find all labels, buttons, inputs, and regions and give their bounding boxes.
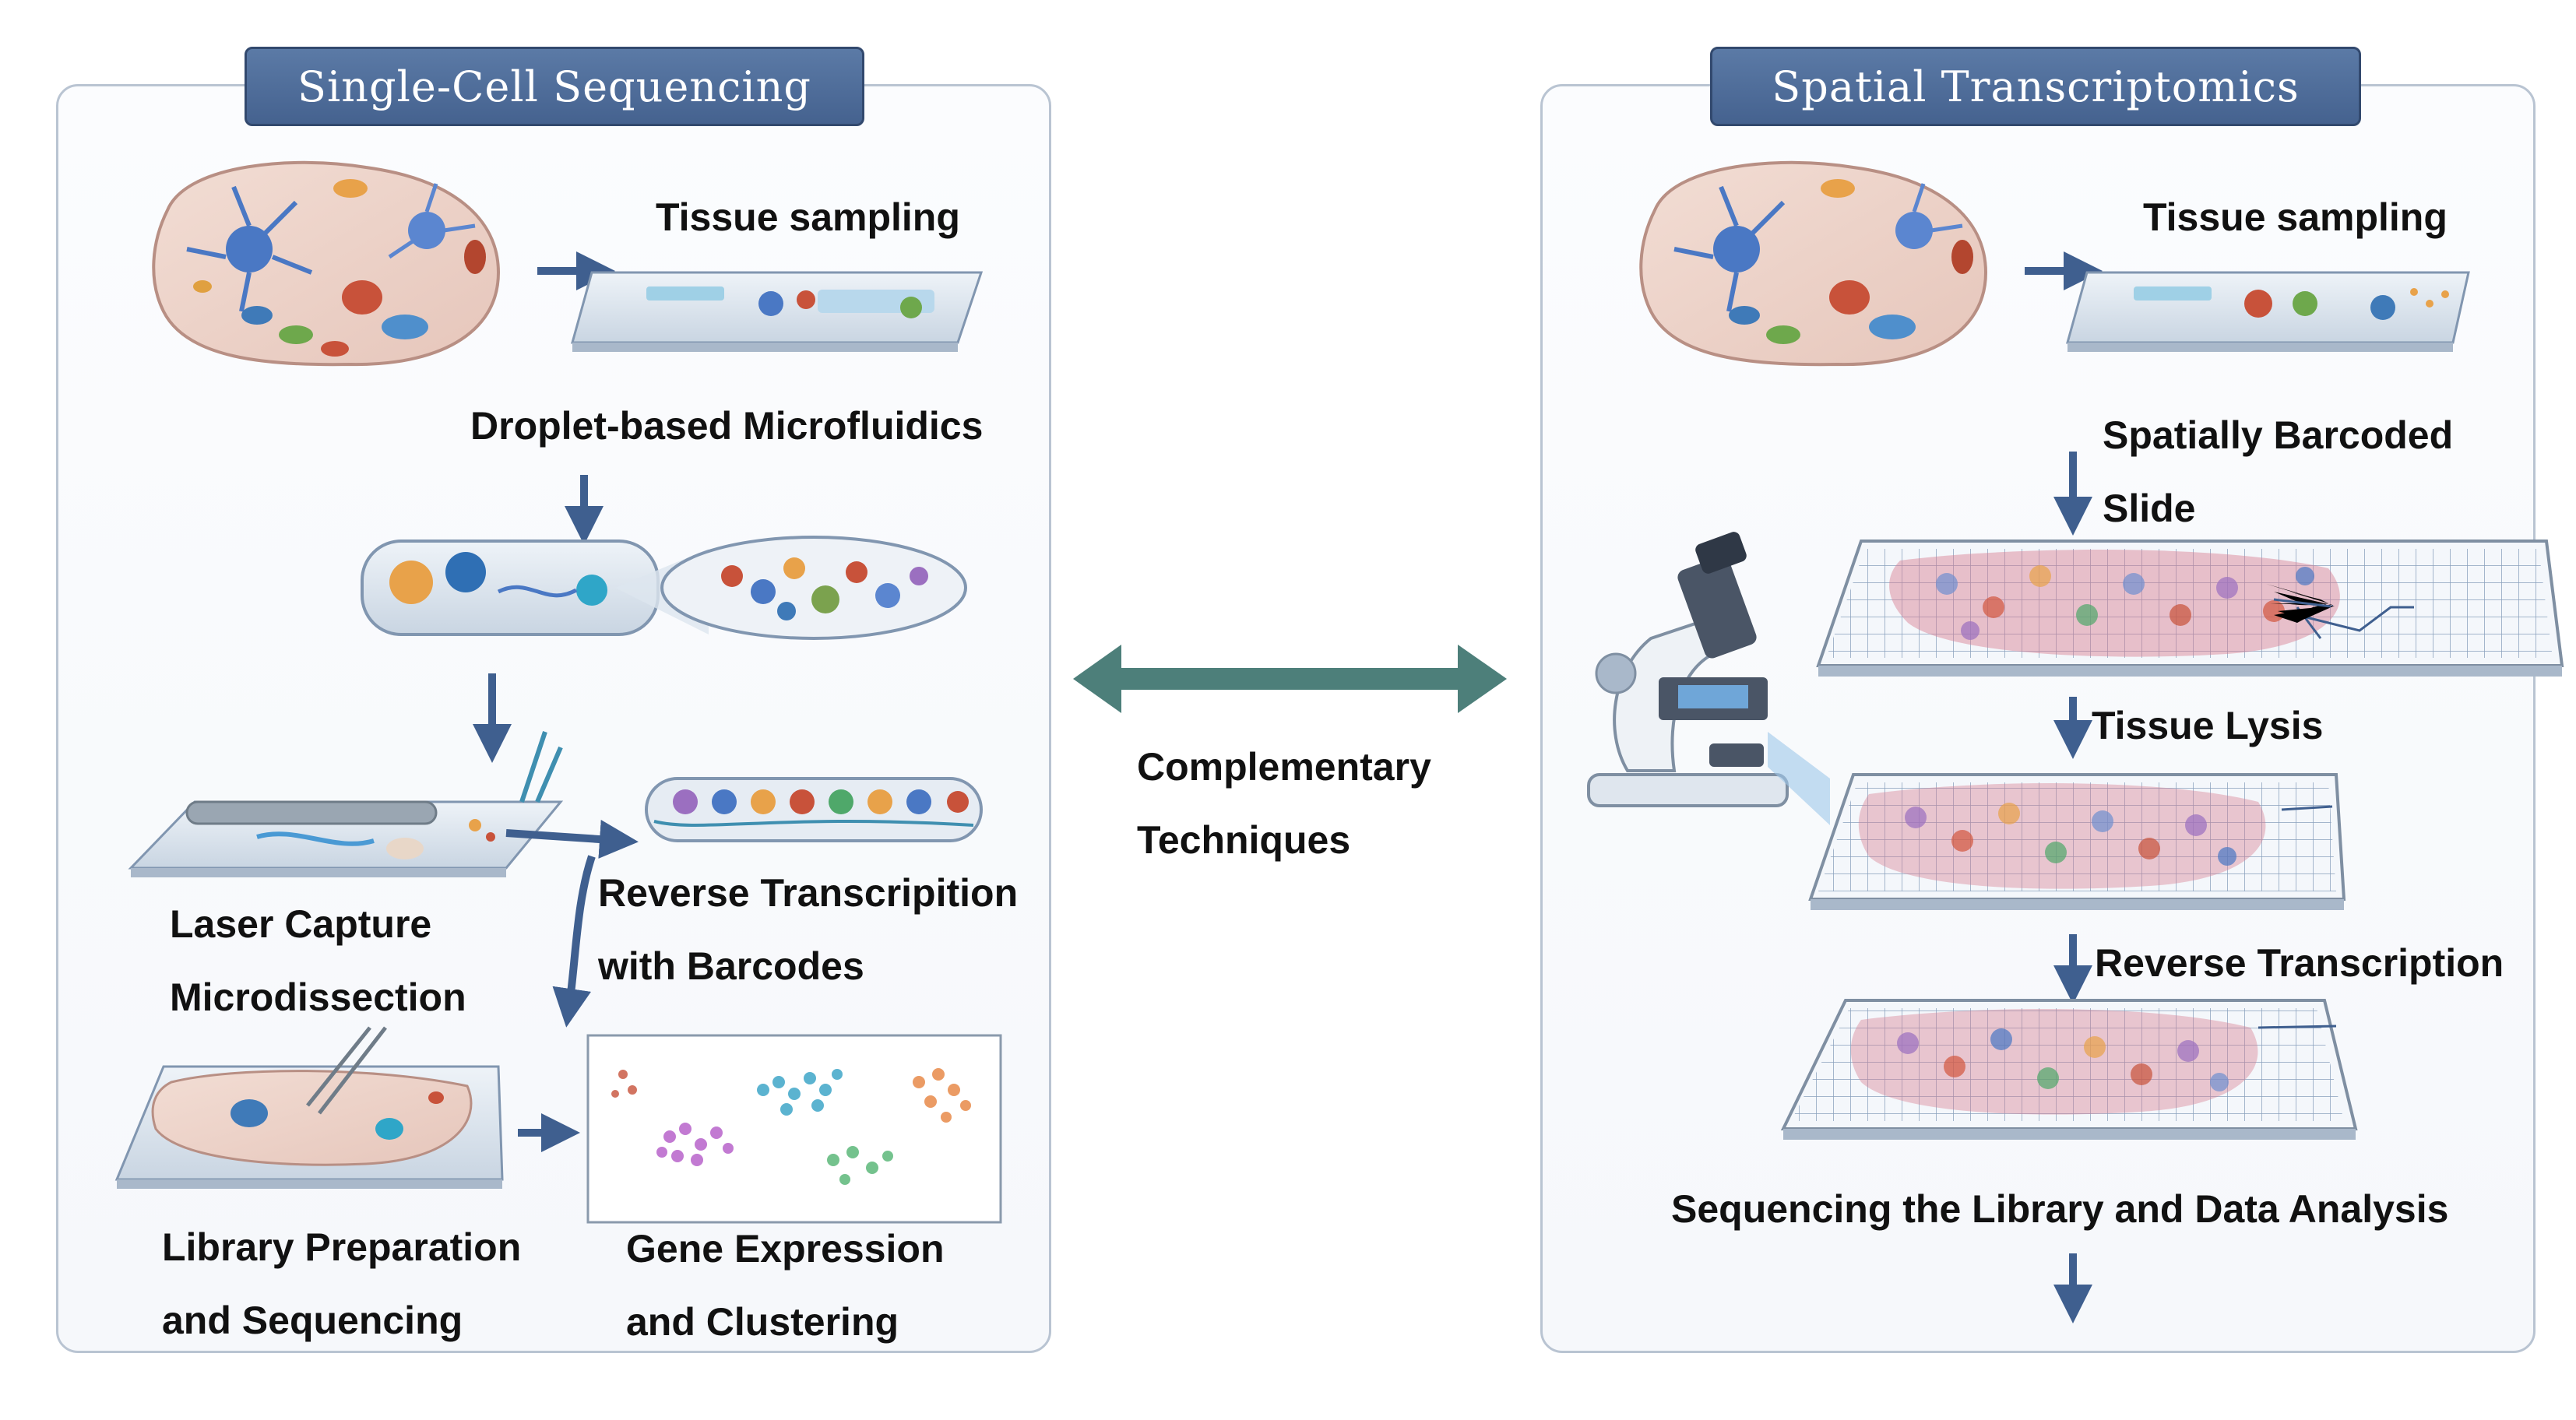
- complementary-line2: Techniques: [1137, 818, 1351, 862]
- gene-line1: Gene Expression: [626, 1227, 945, 1271]
- sequencing-analysis-label: Sequencing the Library and Data Analysis: [1671, 1187, 2449, 1231]
- laser-capture-line1: Laser Capture: [170, 902, 432, 946]
- library-line1: Library Preparation: [162, 1225, 522, 1269]
- droplet-microfluidics-label: Droplet-based Microfluidics: [470, 404, 984, 448]
- tissue-sampling-label-right: Tissue sampling: [2143, 195, 2448, 239]
- laser-capture-slide: [128, 731, 639, 877]
- sample-slide: [571, 271, 984, 352]
- complementary-line1: Complementary: [1137, 745, 1431, 789]
- laser-capture-line2: Microdissection: [170, 975, 466, 1019]
- clustering-plot: [586, 1034, 1002, 1224]
- barcoded-line2: Slide: [2103, 487, 2196, 530]
- sample-slide-right: [2066, 271, 2470, 352]
- complementary-techniques-label: Complementary Techniques: [1137, 730, 1431, 877]
- microfluidic-chip: [361, 536, 967, 640]
- single-cell-title: Single-Cell Sequencing: [245, 47, 864, 126]
- barcoded-line1: Spatially Barcoded: [2103, 413, 2454, 457]
- barcoded-beads: [645, 777, 983, 842]
- tissue-illustration-right: [1639, 160, 1988, 367]
- double-arrow: [1073, 645, 1507, 713]
- library-preparation-label: Library Preparation and Sequencing: [162, 1211, 521, 1357]
- rt-slide: [1780, 999, 2358, 1140]
- spatially-barcoded-label: Spatially Barcoded Slide: [2103, 399, 2453, 545]
- rt-barcodes-line2: with Barcodes: [598, 944, 864, 988]
- laser-capture-label: Laser Capture Microdissection: [170, 888, 466, 1034]
- reverse-transcription-label: Reverse Transcription: [2095, 941, 2504, 985]
- tissue-illustration: [152, 160, 501, 367]
- tissue-sampling-label: Tissue sampling: [656, 195, 960, 239]
- gene-line2: and Clustering: [626, 1300, 899, 1344]
- library-line2: and Sequencing: [162, 1299, 463, 1342]
- lysis-slide: [1808, 773, 2346, 910]
- library-prep-slide: [114, 1026, 580, 1189]
- rt-barcodes-line1: Reverse Transcripition: [598, 871, 1019, 915]
- barcoded-slide: [1816, 540, 2564, 677]
- microscope-icon: [1587, 532, 1830, 825]
- gene-expression-label: Gene Expression and Clustering: [626, 1212, 945, 1358]
- bead-pointer-line: [2273, 598, 2332, 608]
- bead-pointer: [2258, 584, 2336, 623]
- spatial-title: Spatial Transcriptomics: [1710, 47, 2361, 126]
- reverse-transcription-barcodes-label: Reverse Transcripition with Barcodes: [598, 856, 1018, 1003]
- tissue-lysis-label: Tissue Lysis: [2092, 704, 2324, 747]
